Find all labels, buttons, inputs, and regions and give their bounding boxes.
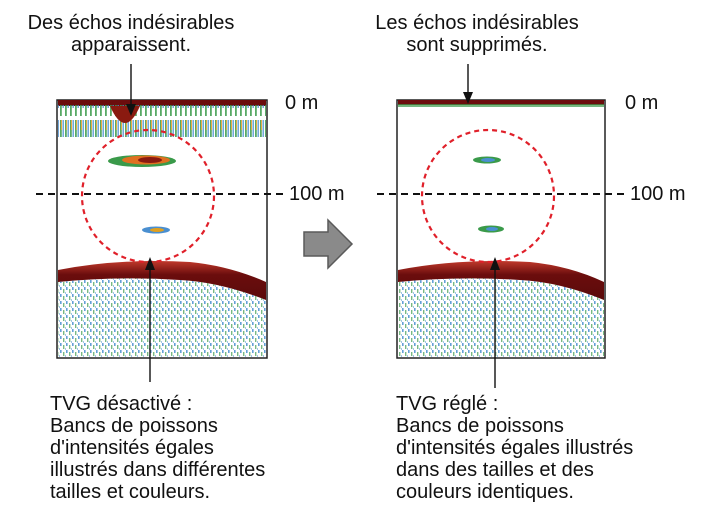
- left-seabed-scatter: [58, 278, 266, 357]
- right-depth-label-0m: 0 m: [625, 92, 659, 114]
- right-surface-band: [398, 100, 604, 105]
- right-bottom-caption: TVG réglé : Bancs de poissons d'intensit…: [396, 393, 634, 503]
- left-seabed-echo: [58, 261, 266, 300]
- left-bottom-callout-arrow: [145, 257, 155, 382]
- left-top-callout-arrow: [126, 64, 136, 116]
- right-top-caption: Les échos indésirables sont supprimés.: [375, 12, 579, 56]
- right-surface-residual: [398, 104, 604, 107]
- right-seabed-scatter: [398, 278, 604, 357]
- right-seabed-echo: [398, 261, 604, 300]
- right-highlight-circle: [420, 128, 556, 264]
- left-echogram: [56, 99, 268, 359]
- left-highlight-circle: [80, 128, 216, 264]
- right-fish-school-lower: [478, 225, 504, 233]
- right-fish-school-upper: [473, 156, 501, 164]
- right-bottom-callout-arrow: [490, 257, 500, 388]
- left-fish-school-upper: [108, 155, 176, 167]
- right-depth-label-100m: 100 m: [630, 183, 686, 205]
- left-bottom-caption: TVG désactivé : Bancs de poissons d'inte…: [50, 393, 266, 503]
- left-top-caption: Des échos indésirables apparaissent.: [27, 12, 235, 56]
- transition-arrow-icon: [303, 218, 354, 270]
- right-top-callout-arrow: [463, 64, 473, 104]
- right-echogram: [396, 99, 606, 359]
- left-depth-label-0m: 0 m: [285, 92, 319, 114]
- left-surface-band: [58, 100, 266, 106]
- left-fish-school-lower: [142, 226, 170, 234]
- left-depth-label-100m: 100 m: [289, 183, 345, 205]
